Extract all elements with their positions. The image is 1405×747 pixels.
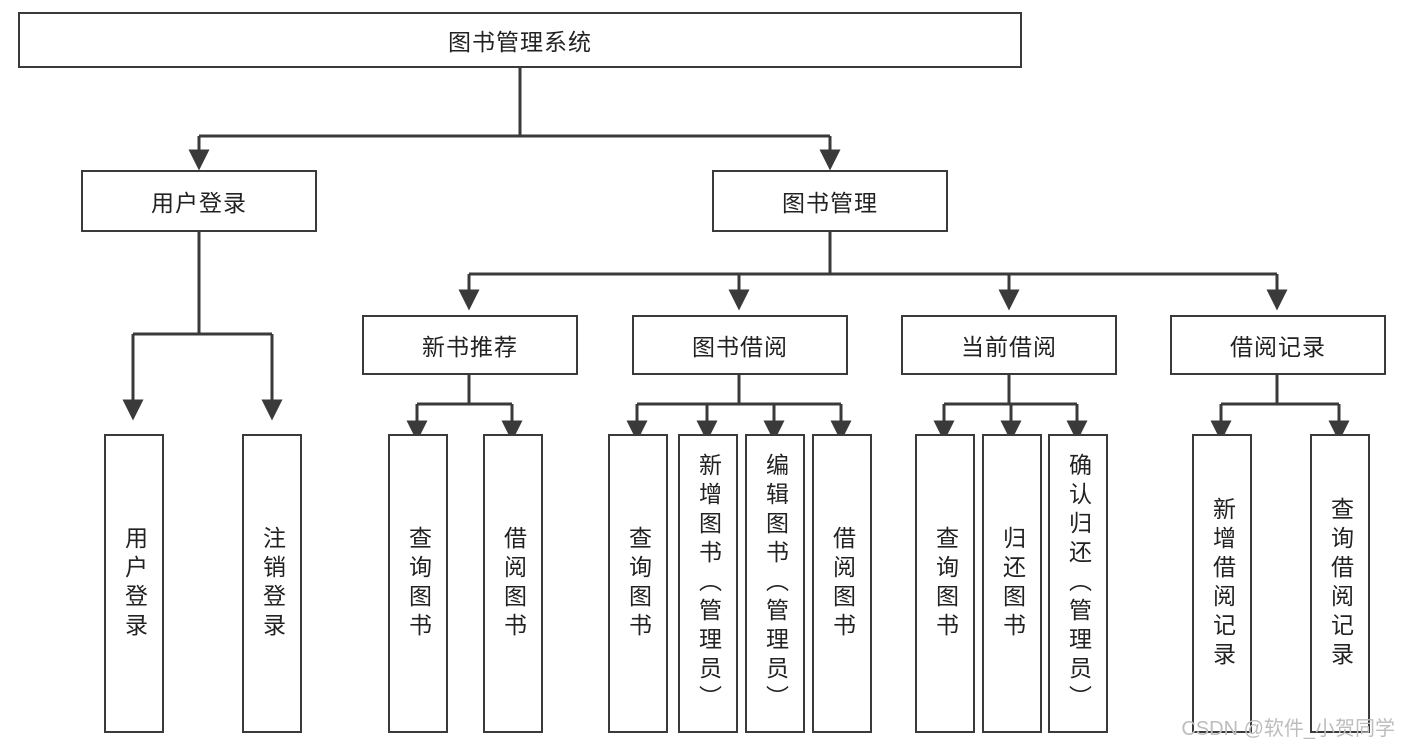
node-root[interactable]: 图书管理系统 (18, 12, 1022, 68)
leaf-label: 借阅图书 (829, 525, 856, 642)
leaf-current-borrow-confirm[interactable]: 确认归还（管理员） (1048, 434, 1108, 733)
leaf-new-book-borrow[interactable]: 借阅图书 (483, 434, 543, 733)
node-borrow-record[interactable]: 借阅记录 (1170, 315, 1386, 375)
leaf-book-borrow-query[interactable]: 查询图书 (608, 434, 668, 733)
leaf-book-borrow-add[interactable]: 新增图书（管理员） (678, 434, 738, 733)
leaf-label: 查询图书 (405, 525, 432, 642)
node-book-management-label: 图书管理 (782, 190, 878, 216)
node-borrow-record-label: 借阅记录 (1230, 334, 1326, 360)
leaf-book-borrow-borrow[interactable]: 借阅图书 (812, 434, 872, 733)
csdn-watermark: CSDN @软件_小贺同学 (1181, 718, 1395, 740)
leaf-borrow-record-add[interactable]: 新增借阅记录 (1192, 434, 1252, 733)
leaf-new-book-query[interactable]: 查询图书 (388, 434, 448, 733)
leaf-label: 新增图书（管理员） (695, 453, 722, 714)
leaf-label: 编辑图书（管理员） (762, 453, 789, 714)
leaf-label: 查询借阅记录 (1327, 496, 1354, 671)
node-new-book-recommend[interactable]: 新书推荐 (362, 315, 578, 375)
node-book-management[interactable]: 图书管理 (712, 170, 948, 232)
node-current-borrow[interactable]: 当前借阅 (901, 315, 1117, 375)
node-book-borrow-label: 图书借阅 (692, 334, 788, 360)
leaf-label: 查询图书 (625, 525, 652, 642)
leaf-book-borrow-edit[interactable]: 编辑图书（管理员） (745, 434, 805, 733)
leaf-label: 注销登录 (259, 525, 286, 642)
leaf-label: 归还图书 (999, 525, 1026, 642)
leaf-label: 查询图书 (932, 525, 959, 642)
leaf-label: 借阅图书 (500, 525, 527, 642)
node-user-login-label: 用户登录 (151, 190, 247, 216)
leaf-label: 确认归还（管理员） (1065, 453, 1092, 714)
leaf-label: 新增借阅记录 (1209, 496, 1236, 671)
node-book-borrow[interactable]: 图书借阅 (632, 315, 848, 375)
node-root-label: 图书管理系统 (448, 29, 592, 55)
leaf-current-borrow-query[interactable]: 查询图书 (915, 434, 975, 733)
leaf-label: 用户登录 (121, 525, 148, 642)
leaf-current-borrow-return[interactable]: 归还图书 (982, 434, 1042, 733)
leaf-user-login-login[interactable]: 用户登录 (104, 434, 164, 733)
leaf-borrow-record-query[interactable]: 查询借阅记录 (1310, 434, 1370, 733)
node-new-book-recommend-label: 新书推荐 (422, 334, 518, 360)
node-current-borrow-label: 当前借阅 (961, 334, 1057, 360)
leaf-user-login-logout[interactable]: 注销登录 (242, 434, 302, 733)
node-user-login[interactable]: 用户登录 (81, 170, 317, 232)
